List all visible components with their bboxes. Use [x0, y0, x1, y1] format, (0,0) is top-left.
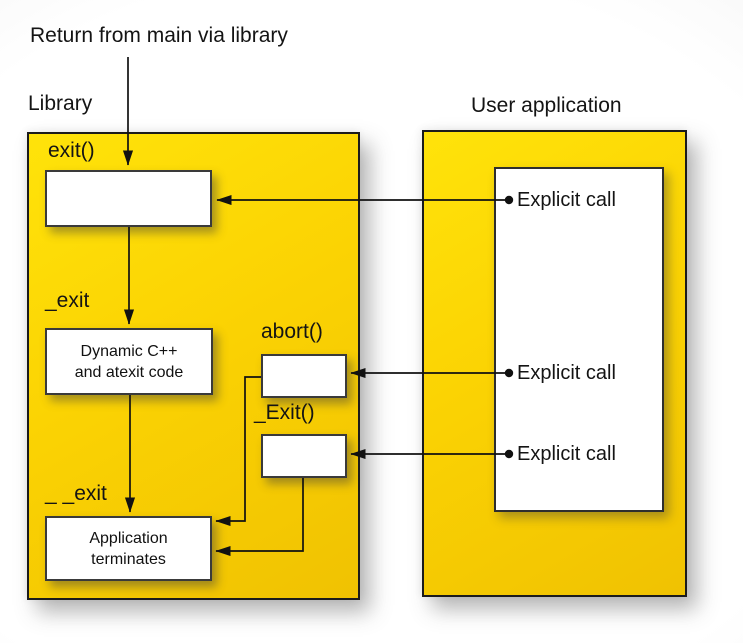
cap-exit-function-label: _Exit() — [254, 401, 315, 424]
dynamic-box-line2: and atexit code — [74, 363, 184, 381]
library-panel-label: Library — [28, 92, 93, 115]
cap-exit-function-box — [261, 434, 347, 478]
explicit-call-label-2: Explicit call — [517, 362, 616, 384]
abort-function-box — [261, 354, 347, 398]
explicit-call-label-3: Explicit call — [517, 443, 616, 465]
terminate-box-line1: Application — [89, 529, 168, 547]
terminate-box-line2: terminates — [91, 550, 166, 568]
user-application-code-box — [494, 167, 664, 512]
diagram-title: Return from main via library — [30, 24, 288, 47]
user-application-panel-label: User application — [471, 94, 622, 117]
abort-function-label: abort() — [261, 320, 323, 343]
application-terminates-box: Application terminates — [45, 516, 212, 581]
exit-function-box — [45, 170, 212, 227]
dynamic-box-line1: Dynamic C++ — [80, 342, 178, 360]
dynamic-cpp-atexit-box: Dynamic C++ and atexit code — [45, 328, 213, 395]
exit-function-label: exit() — [48, 139, 95, 162]
double-underscore-exit-label: _ _exit — [45, 482, 107, 505]
explicit-call-label-1: Explicit call — [517, 189, 616, 211]
underscore-exit-label: _exit — [45, 289, 90, 312]
